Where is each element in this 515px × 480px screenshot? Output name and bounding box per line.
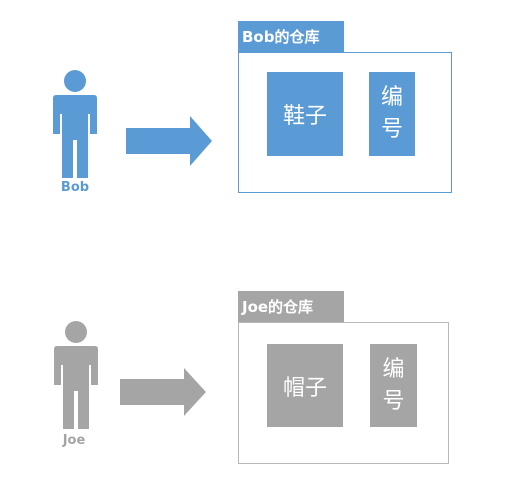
bob-name-label: Bob	[60, 180, 90, 195]
bob-arrow	[126, 116, 212, 166]
bob-item-number: 编号	[369, 72, 415, 156]
joe-item-number: 编号	[370, 344, 417, 427]
bob-row: Bob Bob的仓库 鞋子 编号	[49, 21, 452, 195]
joe-arrow	[120, 368, 206, 416]
joe-warehouse-title: Joe的仓库	[238, 291, 344, 323]
joe-warehouse-box: 帽子 编号	[238, 322, 449, 464]
joe-name-label: Joe	[62, 433, 86, 448]
bob-person-icon	[49, 70, 101, 178]
joe-item-hat-label: 帽子	[282, 375, 327, 401]
bob-warehouse-box: 鞋子 编号	[238, 52, 452, 193]
bob-item-number-label: 编号	[381, 85, 404, 142]
bob-item-shoes: 鞋子	[267, 72, 343, 156]
bob-item-shoes-label: 鞋子	[282, 104, 327, 129]
joe-person-icon	[51, 321, 101, 429]
joe-item-number-label: 编号	[382, 356, 405, 414]
joe-item-hat: 帽子	[267, 344, 343, 427]
joe-row: Joe Joe的仓库 帽子 编号	[0, 240, 515, 480]
bob-warehouse-title: Bob的仓库	[238, 21, 344, 53]
